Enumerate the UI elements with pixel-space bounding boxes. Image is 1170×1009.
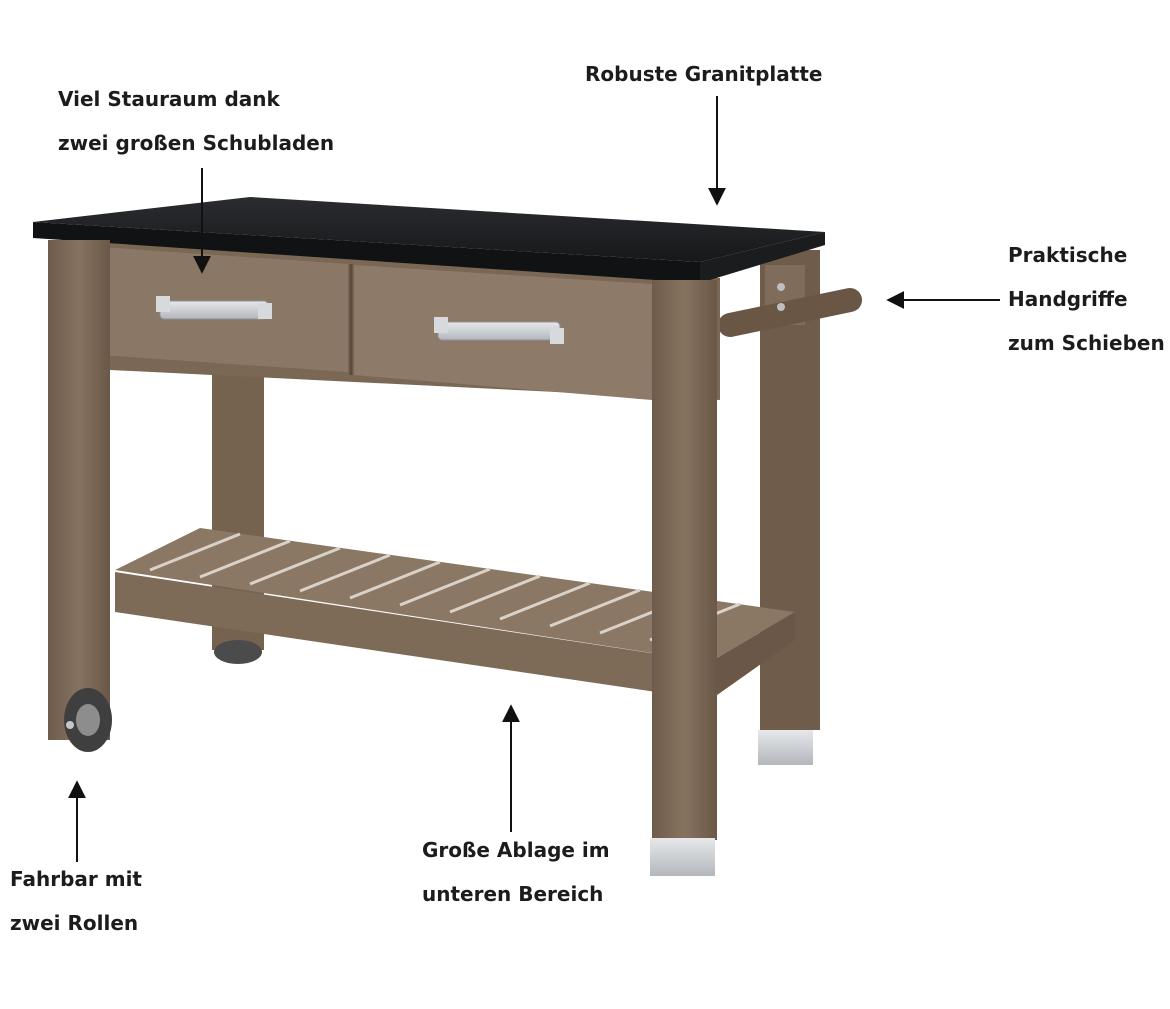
label-shelf-line2: unteren Bereich [422, 882, 604, 906]
granite-top [33, 197, 825, 262]
label-handle: Praktische Handgriffe zum Schieben [1008, 233, 1165, 365]
front-left-leg [48, 240, 110, 740]
label-wheels: Fahrbar mit zwei Rollen [10, 857, 142, 945]
label-handle-line2: Handgriffe [1008, 287, 1128, 311]
back-wheel [214, 640, 262, 664]
drawer-left-handle [156, 296, 272, 320]
front-wheel-hub [76, 704, 100, 736]
label-granite-top: Robuste Granitplatte [585, 52, 822, 96]
granite-top-side [700, 232, 825, 283]
label-shelf: Große Ablage im unteren Bereich [422, 828, 610, 916]
drawer-right-handle [434, 317, 564, 344]
label-handle-line3: zum Schieben [1008, 331, 1165, 355]
back-right-foot-cap [758, 730, 813, 765]
shelf-front-rail [115, 572, 710, 700]
label-handle-line1: Praktische [1008, 243, 1128, 267]
label-wheels-line2: zwei Rollen [10, 911, 139, 935]
front-right-leg [652, 280, 717, 840]
handle-bolt-1 [777, 283, 785, 291]
shelf-side-rail [710, 612, 795, 700]
label-granite-line1: Robuste Granitplatte [585, 62, 823, 86]
shelf-slats [115, 528, 795, 662]
label-storage-line1: Viel Stauraum dank [58, 87, 280, 111]
label-storage-line2: zwei großen Schubladen [58, 131, 335, 155]
push-handle [718, 288, 862, 337]
label-wheels-line1: Fahrbar mit [10, 867, 142, 891]
label-shelf-line1: Große Ablage im [422, 838, 610, 862]
front-right-foot-cap [650, 838, 715, 876]
granite-top-edge [33, 222, 700, 283]
wheel-bolt [66, 721, 74, 729]
handle-bolt-2 [777, 303, 785, 311]
label-storage: Viel Stauraum dank zwei großen Schublade… [58, 77, 334, 165]
